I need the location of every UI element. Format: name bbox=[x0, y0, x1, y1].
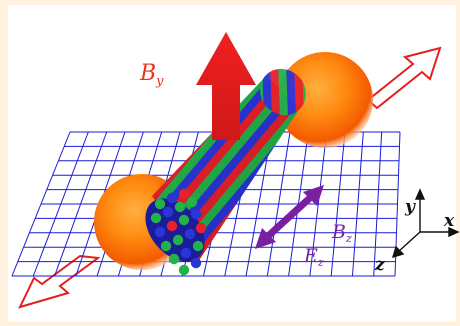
color-charge-dot bbox=[162, 206, 174, 218]
color-charge-dot bbox=[190, 208, 202, 220]
color-charge-dot bbox=[178, 264, 190, 276]
chromo-field-double-arrow bbox=[255, 185, 324, 249]
color-charge-dot bbox=[192, 240, 204, 252]
color-charge-dot bbox=[160, 240, 172, 252]
color-charge-dot bbox=[166, 192, 178, 204]
color-charge-dot bbox=[154, 198, 166, 210]
color-charge-dot bbox=[195, 222, 207, 234]
flux-tube-end-cap bbox=[145, 188, 207, 276]
color-charge-dot bbox=[154, 226, 166, 238]
color-charge-dot bbox=[178, 214, 190, 226]
label-b-z: Bz bbox=[331, 221, 352, 245]
axis-label-y: y bbox=[404, 197, 416, 217]
coordinate-axes bbox=[391, 188, 460, 259]
axis-label-z: z bbox=[374, 255, 385, 275]
label-e-z: Ez bbox=[303, 245, 324, 269]
label-b-y: By bbox=[139, 61, 164, 89]
outgoing-arrow-upper-right bbox=[366, 46, 442, 110]
color-charge-dot bbox=[166, 220, 178, 232]
color-charge-dot bbox=[184, 228, 196, 240]
color-charge-dot bbox=[180, 247, 192, 259]
color-charge-dot bbox=[174, 201, 186, 213]
color-charge-dot bbox=[172, 234, 184, 246]
nucleus-right bbox=[277, 52, 373, 148]
axis-label-x: x bbox=[443, 211, 455, 231]
color-charge-dot bbox=[190, 257, 202, 269]
magnetic-field-arrow-by bbox=[196, 32, 256, 140]
color-charge-dot bbox=[168, 253, 180, 265]
color-charge-dot bbox=[186, 196, 198, 208]
color-charge-dot bbox=[178, 188, 190, 200]
color-charge-dot bbox=[150, 212, 162, 224]
